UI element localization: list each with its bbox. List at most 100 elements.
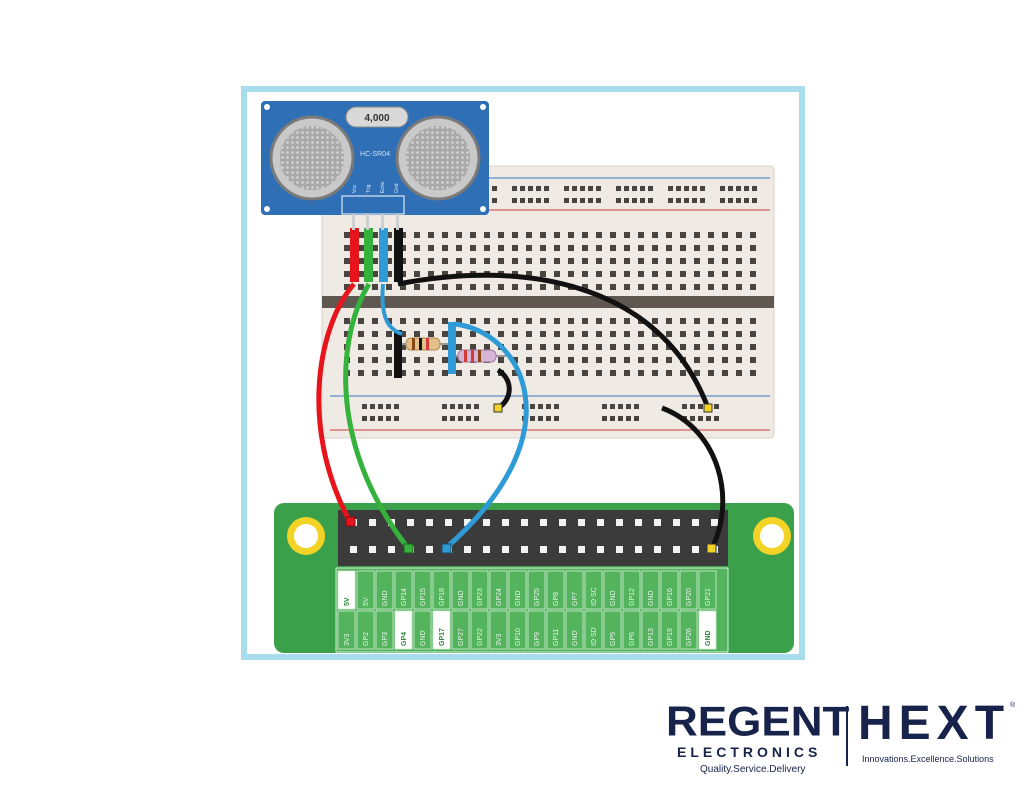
gpio-label-box <box>337 610 356 650</box>
gpio-label-box <box>603 570 622 610</box>
jumper-blue <box>379 228 388 282</box>
wire-green <box>343 282 410 550</box>
gpio-label-box <box>546 610 565 650</box>
gpio-label-box <box>565 610 584 650</box>
gpio-label-bottom-16: GP13 <box>648 628 655 646</box>
gpio-label-top-12: GP7 <box>572 592 579 606</box>
crystal-can <box>345 106 409 128</box>
gpio-label-top-5: GP18 <box>439 588 446 606</box>
gpio-label-box <box>565 570 584 610</box>
sensor-model: HC-SR04 <box>360 151 390 158</box>
gpio-label-top-4: GP15 <box>420 588 427 606</box>
gpio-label-bottom-2: GP3 <box>382 632 389 646</box>
gpio-label-top-17: GP16 <box>667 588 674 606</box>
gpio-label-bottom-11: GP11 <box>553 629 560 646</box>
gpio-label-bottom-15: GP6 <box>629 632 636 646</box>
resistor-2 <box>450 349 506 363</box>
crystal-label: 4,000 <box>364 113 389 124</box>
gpio-label-top-3: GP14 <box>401 588 408 606</box>
wire-black-rail <box>397 272 711 409</box>
gpio-label-bottom-10: GP9 <box>534 632 541 646</box>
gpio-label-top-9: GND <box>515 590 522 606</box>
jumper-blue-2 <box>448 322 456 374</box>
registered-mark: ® <box>1010 702 1016 709</box>
gpio-label-box <box>413 570 432 610</box>
gpio-label-box <box>641 610 660 650</box>
gpio-label-bottom-7: GP22 <box>477 628 484 646</box>
gpio-label-box <box>679 610 698 650</box>
pin-label-vcc: Vcc <box>352 184 358 193</box>
ultrasonic-sensor: 4,000 HC-SR04 Vcc Trig Echo Gnd <box>261 101 489 215</box>
gpio-label-bottom-1: GP2 <box>363 632 370 646</box>
gpio-label-top-6: GND <box>458 590 465 606</box>
gpio-label-bottom-12: GND <box>572 630 579 646</box>
gpio-label-box <box>622 570 641 610</box>
gpio-label-box <box>451 570 470 610</box>
gpio-label-bottom-14: GP5 <box>610 632 617 646</box>
gpio-label-top-2: GND <box>382 590 389 606</box>
gpio-label-bottom-18: GP26 <box>686 628 693 646</box>
wire-black-gnd <box>661 405 726 550</box>
pin-label-gnd: Gnd <box>394 183 400 193</box>
gpio-label-top-7: GP23 <box>477 588 484 606</box>
gpio-label-bottom-3: GP4 <box>401 632 408 646</box>
gpio-label-box <box>660 610 679 650</box>
gpio-label-box <box>603 610 622 650</box>
gpio-label-box <box>584 610 603 650</box>
gpio-label-top-14: GND <box>610 590 617 606</box>
wire-blue <box>444 321 529 550</box>
gpio-label-bottom-19: GND <box>705 630 712 646</box>
gpio-label-box <box>641 570 660 610</box>
wire-red <box>316 282 356 524</box>
gpio-header <box>338 510 728 566</box>
gpio-label-box <box>432 570 451 610</box>
wire-blue-short <box>380 283 403 336</box>
gpio-label-box <box>698 570 717 610</box>
gpio-label-box <box>375 570 394 610</box>
regent-logo-text: REGENT <box>666 698 850 745</box>
hext-logo-text: HEXT <box>858 697 1011 750</box>
gpio-label-box <box>356 570 375 610</box>
gpio-label-bottom-4: GND <box>420 630 427 646</box>
gpio-label-top-13: ID SC <box>591 587 598 606</box>
pin-label-echo: Echo <box>380 181 386 193</box>
regent-electronics-text: ELECTRONICS <box>677 744 822 760</box>
gpio-label-box <box>470 570 489 610</box>
gpio-label-top-10: GP25 <box>534 588 541 606</box>
gpio-label-box <box>413 610 432 650</box>
gpio-label-box <box>451 610 470 650</box>
gpio-label-bottom-6: GP27 <box>458 628 465 646</box>
gpio-label-box <box>489 610 508 650</box>
regent-tagline: Quality.Service.Delivery <box>700 764 806 775</box>
jumper-green <box>364 228 373 282</box>
gpio-label-box <box>394 570 413 610</box>
gpio-label-bottom-0: 3V3 <box>344 633 351 646</box>
gpio-label-bottom-13: ID SD <box>591 627 598 646</box>
gpio-label-top-18: GP20 <box>686 588 693 606</box>
gpio-label-bottom-8: 3V3 <box>496 633 503 646</box>
gpio-label-box <box>432 610 451 650</box>
jumper-black <box>394 228 403 282</box>
gpio-label-box <box>679 570 698 610</box>
gpio-label-box <box>356 610 375 650</box>
gpio-label-box <box>470 610 489 650</box>
gpio-label-box <box>508 570 527 610</box>
gpio-label-top-16: GND <box>648 590 655 606</box>
jumper-red <box>350 228 359 282</box>
gpio-label-box <box>584 570 603 610</box>
gpio-label-bottom-17: GP19 <box>667 628 674 646</box>
resistor-1 <box>398 337 450 351</box>
gpio-label-bottom-5: GP17 <box>439 628 446 646</box>
gpio-label-box <box>337 570 356 610</box>
gpio-label-box <box>527 610 546 650</box>
brand-divider <box>846 706 848 766</box>
hext-tagline: Innovations.Excellence.Solutions <box>862 754 994 764</box>
gpio-label-top-19: GP21 <box>705 588 712 606</box>
gpio-label-top-15: GP12 <box>629 588 636 606</box>
gpio-label-box <box>698 610 717 650</box>
gpio-label-box <box>660 570 679 610</box>
gpio-label-box <box>622 610 641 650</box>
gpio-label-top-11: GP8 <box>553 592 560 606</box>
